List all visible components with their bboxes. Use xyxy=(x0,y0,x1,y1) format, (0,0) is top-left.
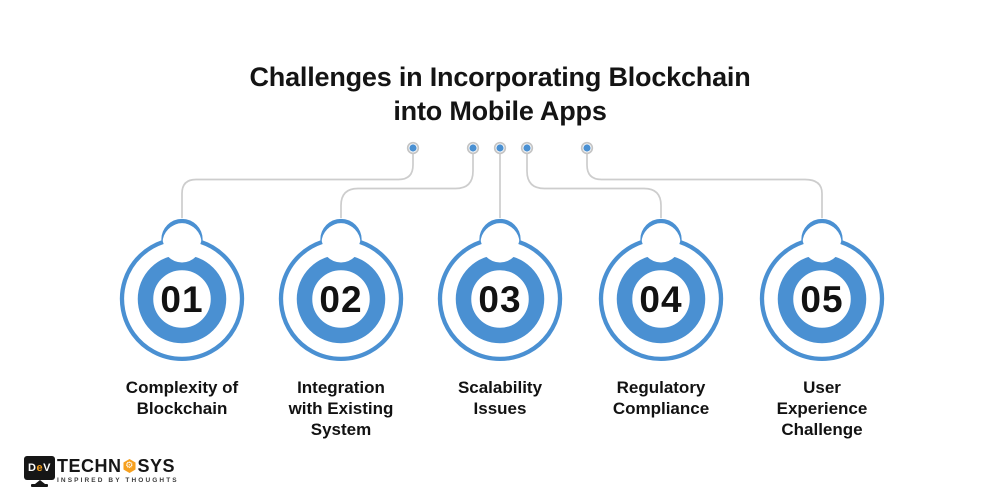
anchor-dot-4 xyxy=(520,141,534,155)
logo-tagline: INSPIRED BY THOUGHTS xyxy=(57,477,179,484)
connector-line-4 xyxy=(526,153,662,218)
step-label-5: User Experience Challenge xyxy=(776,378,868,439)
step-label-4: Regulatory Compliance xyxy=(612,378,710,418)
wordmark-right: SYS xyxy=(137,456,176,476)
anchor-dot-1 xyxy=(406,141,420,155)
gear-hexagon-icon: ⚙ xyxy=(123,459,136,473)
anchor-dot-5 xyxy=(580,141,594,155)
monitor-base xyxy=(31,484,48,487)
step-number: 02 xyxy=(319,279,363,320)
wordmark-left: TECHN xyxy=(57,456,122,476)
circle-marker-icon xyxy=(119,218,245,361)
step-number: 05 xyxy=(800,279,844,320)
anchor-dot-2 xyxy=(466,141,480,155)
circle-marker-icon xyxy=(278,218,404,361)
anchor-dot-3 xyxy=(493,141,507,155)
connector-line-2 xyxy=(340,153,474,218)
step-badge-1: 01 xyxy=(107,213,257,363)
step-badge-3: 03 xyxy=(425,213,575,363)
circle-marker-icon xyxy=(437,218,563,361)
step-label-3: Scalability Issues xyxy=(457,378,543,418)
step-number: 03 xyxy=(478,279,522,320)
logo-letter: D xyxy=(28,462,37,474)
step-badge-5: 05 xyxy=(747,213,897,363)
step-number: 04 xyxy=(639,279,683,320)
step-number: 01 xyxy=(160,279,204,320)
step-badge-4: 04 xyxy=(586,213,736,363)
circle-marker-icon xyxy=(759,218,885,361)
monitor-stand xyxy=(34,480,45,484)
connector-line-5 xyxy=(586,153,823,218)
circle-marker-icon xyxy=(598,218,724,361)
page-title: Challenges in Incorporating Blockchain i… xyxy=(249,62,751,126)
step-label-1: Complexity of Blockchain xyxy=(125,378,239,418)
step-label-2: Integration with Existing System xyxy=(288,378,394,439)
logo-letter: e xyxy=(36,462,44,474)
connector-line-1 xyxy=(181,153,414,218)
step-badge-2: 02 xyxy=(266,213,416,363)
logo-letter: V xyxy=(43,462,51,474)
logo-wordmark: TECHN⚙SYS xyxy=(57,456,179,476)
